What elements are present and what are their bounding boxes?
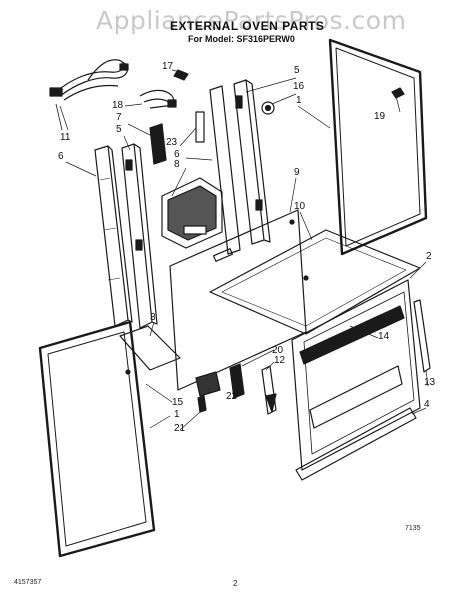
callout-1-bottom: 1 [174,409,180,420]
diagram-title: EXTERNAL OVEN PARTS [170,19,325,33]
callout-13: 13 [424,377,436,388]
document-number: 4157357 [14,579,42,586]
callout-15: 15 [172,397,184,408]
callout-12: 12 [274,355,286,366]
callout-18: 18 [112,100,124,111]
burner-box-part-8 [161,177,223,249]
callout-16: 16 [293,81,305,92]
model-subtitle: For Model: SF316PERW0 [188,34,295,44]
callout-4: 4 [424,399,430,410]
leader-lines [59,77,429,431]
callout-1-top: 1 [296,95,302,106]
leveling-leg-21 [195,371,221,413]
callout-5-top: 5 [294,65,300,76]
page-number: 2 [233,579,238,588]
figure-code: 7135 [405,525,421,532]
bracket-part-7 [149,123,167,165]
kick-panel-4 [295,407,417,481]
wire-part-18 [124,89,177,109]
watermark: AppliancePartsPros.com [96,6,407,35]
oven-door-15 [38,320,156,558]
callout-19: 19 [374,111,386,122]
back-panel-9 [169,209,307,391]
callout-2: 2 [426,251,432,262]
callout-23: 23 [166,137,178,148]
rear-panel-gasket-1 [328,38,428,256]
bracket-part-23 [195,111,205,143]
rear-frame-rails [209,79,271,255]
wire-harness-part [49,59,129,131]
callout-6-center: 6 [174,149,180,160]
left-side-panel-6 [94,145,133,327]
callout-22: 22 [226,391,238,402]
callout-17: 17 [162,61,174,72]
callout-7: 7 [116,112,122,123]
callout-3: 3 [150,312,156,323]
callout-10: 10 [294,201,306,212]
callout-5-left: 5 [116,124,122,135]
callout-14: 14 [378,331,390,342]
hinge-cluster-20-12-22 [229,363,277,415]
callout-11: 11 [60,132,71,143]
callout-20: 20 [272,345,284,356]
bottom-rail-3 [119,325,181,371]
clip-part-17 [171,69,189,81]
front-frame-2 [291,279,421,471]
callout-9: 9 [294,167,300,178]
callout-21: 21 [174,423,186,434]
hinge-part-16 [261,101,275,115]
callout-8: 8 [174,159,180,170]
callout-6-left: 6 [58,151,64,162]
left-frame-rail-5 [121,143,158,329]
trim-strip-13 [413,299,431,373]
